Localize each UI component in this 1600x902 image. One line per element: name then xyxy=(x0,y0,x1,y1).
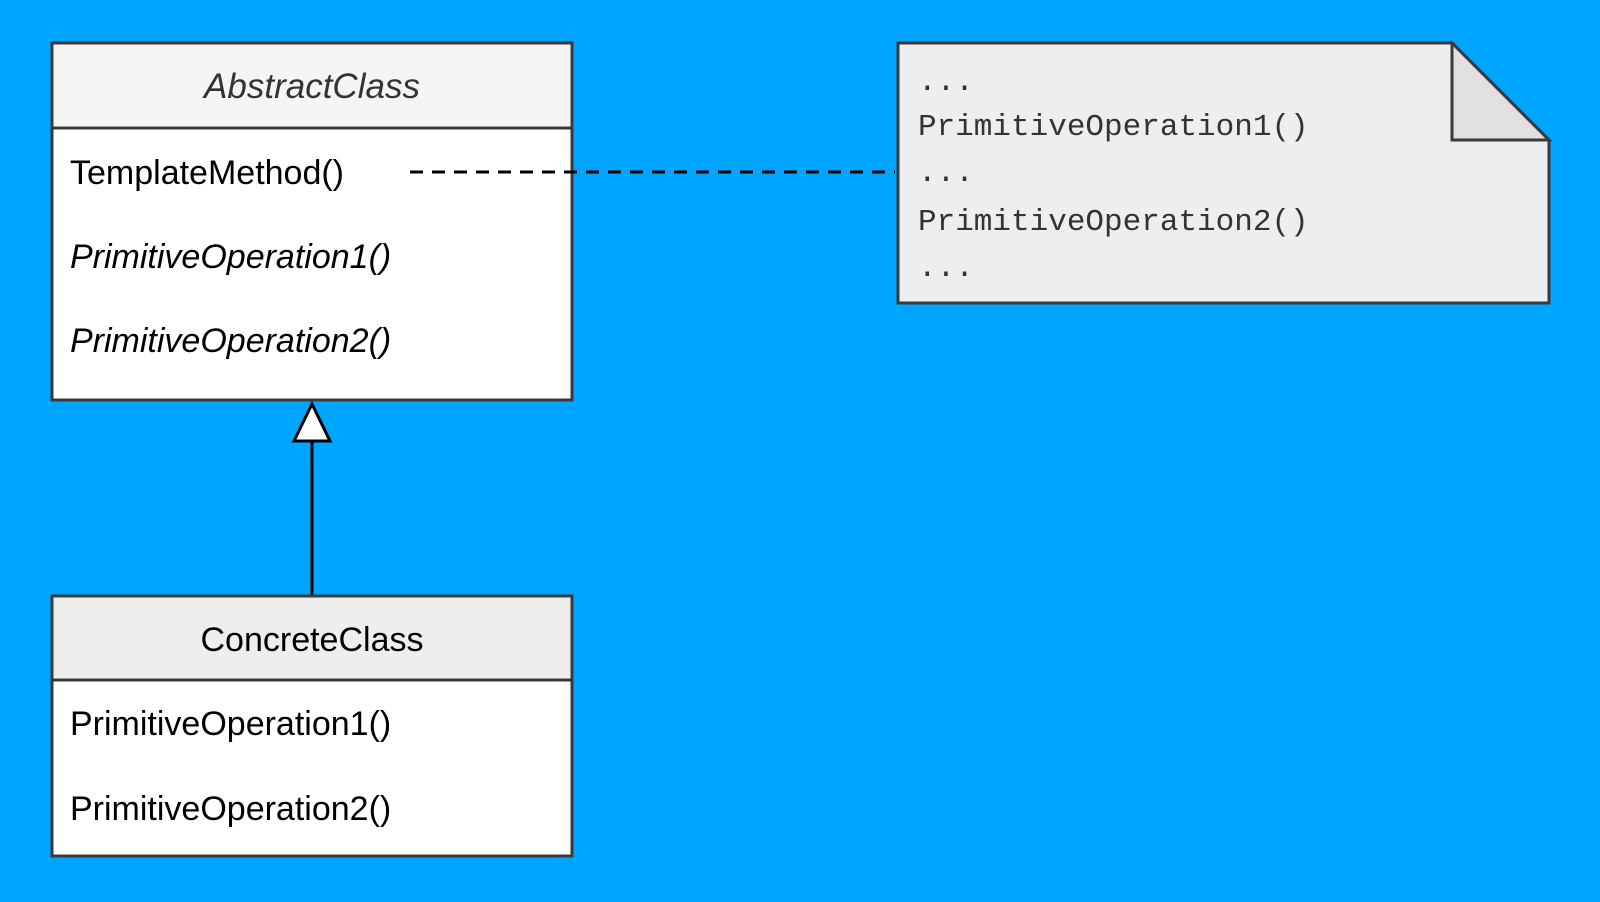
abstract-op-primitive-1: PrimitiveOperation1() xyxy=(70,238,391,276)
note-line-1: ... xyxy=(918,65,974,100)
abstract-class-header xyxy=(50,41,574,130)
note-line-3: ... xyxy=(918,156,974,191)
concrete-class-box[interactable]: ConcreteClass PrimitiveOperation1() Prim… xyxy=(50,594,574,858)
note-folded-corner xyxy=(1450,39,1553,142)
note-box[interactable]: ... PrimitiveOperation1() ... PrimitiveO… xyxy=(896,39,1553,305)
abstract-op-template-method: TemplateMethod() xyxy=(70,154,344,192)
note-line-5: ... xyxy=(918,251,974,286)
concrete-class-body xyxy=(50,678,574,858)
note-line-4: PrimitiveOperation2() xyxy=(918,205,1309,240)
abstract-class-box[interactable]: AbstractClass TemplateMethod() Primitive… xyxy=(50,41,574,402)
abstract-class-name: AbstractClass xyxy=(202,67,420,106)
concrete-class-name: ConcreteClass xyxy=(201,621,424,659)
inheritance-arrowhead xyxy=(291,400,333,443)
concrete-op-primitive-2: PrimitiveOperation2() xyxy=(70,790,391,828)
note-line-2: PrimitiveOperation1() xyxy=(918,110,1309,145)
concrete-op-primitive-1: PrimitiveOperation1() xyxy=(70,705,391,743)
abstract-op-primitive-2: PrimitiveOperation2() xyxy=(70,322,391,360)
note-shape xyxy=(896,41,1551,305)
